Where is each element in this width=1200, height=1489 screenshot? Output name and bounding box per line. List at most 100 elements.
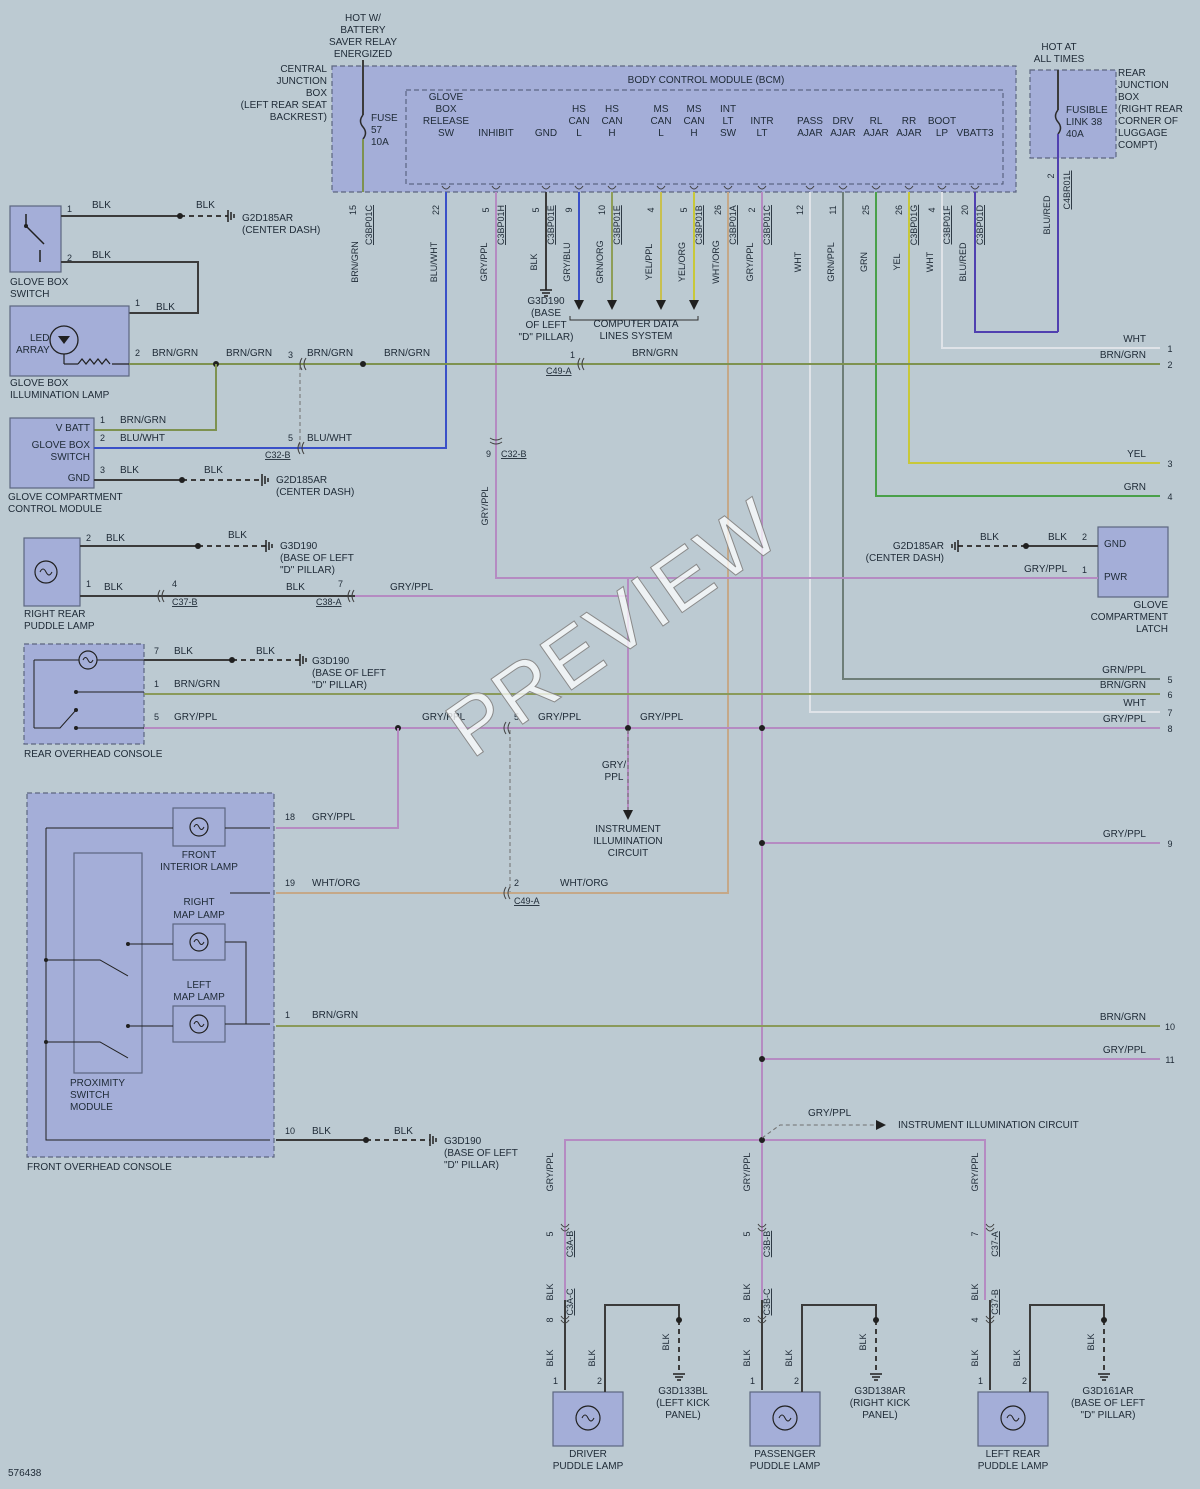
svg-text:DRIVER: DRIVER [569, 1449, 607, 1460]
svg-text:PUDDLE LAMP: PUDDLE LAMP [750, 1461, 821, 1472]
svg-text:(CENTER DASH): (CENTER DASH) [866, 553, 944, 564]
bcm-inner [405, 89, 1004, 185]
svg-text:4: 4 [970, 1317, 980, 1322]
svg-text:C3BP01C: C3BP01C [762, 204, 772, 245]
svg-text:3: 3 [100, 465, 105, 475]
svg-text:JUNCTION: JUNCTION [1118, 80, 1169, 91]
svg-text:BLK: BLK [1086, 1333, 1096, 1350]
svg-text:GRN: GRN [1124, 482, 1146, 493]
svg-text:G3D190: G3D190 [280, 541, 318, 552]
svg-text:V BATT: V BATT [56, 423, 90, 434]
svg-text:CAN: CAN [601, 116, 622, 127]
svg-text:G2D185AR: G2D185AR [276, 475, 327, 486]
svg-text:RELEASE: RELEASE [423, 116, 469, 127]
svg-text:7: 7 [1167, 708, 1172, 718]
svg-text:8: 8 [545, 1317, 555, 1322]
svg-text:1: 1 [135, 298, 140, 308]
svg-text:GRY/PPL: GRY/PPL [970, 1153, 980, 1192]
svg-text:(BASE OF LEFT: (BASE OF LEFT [444, 1148, 518, 1159]
svg-text:GLOVE BOX: GLOVE BOX [10, 277, 69, 288]
svg-text:26: 26 [713, 205, 723, 215]
svg-text:CIRCUIT: CIRCUIT [608, 848, 649, 859]
svg-text:ARRAY: ARRAY [16, 345, 50, 356]
svg-text:1: 1 [67, 204, 72, 214]
svg-text:MODULE: MODULE [70, 1102, 113, 1113]
svg-text:BRN/GRN: BRN/GRN [1100, 680, 1146, 691]
svg-text:4: 4 [927, 207, 937, 212]
svg-text:DRV: DRV [833, 116, 854, 127]
svg-text:C3BP01E: C3BP01E [546, 205, 556, 245]
svg-text:5: 5 [514, 712, 519, 722]
svg-text:LEFT REAR: LEFT REAR [986, 1449, 1041, 1460]
svg-text:1: 1 [285, 1010, 290, 1020]
svg-text:BLK: BLK [1012, 1349, 1022, 1366]
svg-text:GRY/PPL: GRY/PPL [390, 582, 434, 593]
svg-text:G3D190: G3D190 [444, 1136, 482, 1147]
svg-text:GND: GND [535, 128, 557, 139]
svg-text:BLK: BLK [312, 1126, 331, 1137]
svg-text:C3BP01H: C3BP01H [496, 205, 506, 245]
svg-text:AJAR: AJAR [863, 128, 889, 139]
svg-text:CAN: CAN [650, 116, 671, 127]
svg-text:1: 1 [86, 579, 91, 589]
svg-text:WHT/ORG: WHT/ORG [711, 240, 721, 284]
svg-text:5: 5 [545, 1231, 555, 1236]
svg-text:LT: LT [757, 128, 768, 139]
ground-g3d190-bcm: G3D190 (BASE OF LEFT "D" PILLAR) [519, 289, 573, 343]
svg-text:GRY/: GRY/ [602, 760, 626, 771]
svg-text:1: 1 [978, 1376, 983, 1386]
svg-text:BLK: BLK [204, 465, 223, 476]
svg-text:1: 1 [1082, 565, 1087, 575]
ground-g2d185ar-1: G2D185AR (CENTER DASH) [227, 210, 320, 236]
svg-text:COMPARTMENT: COMPARTMENT [1091, 612, 1168, 623]
svg-text:2: 2 [514, 878, 519, 888]
svg-text:GND: GND [68, 473, 90, 484]
svg-text:(BASE OF LEFT: (BASE OF LEFT [312, 668, 386, 679]
svg-text:BLK: BLK [661, 1333, 671, 1350]
svg-text:BLK: BLK [156, 302, 175, 313]
svg-text:SW: SW [720, 128, 737, 139]
svg-text:AJAR: AJAR [896, 128, 922, 139]
svg-text:ALL TIMES: ALL TIMES [1034, 54, 1085, 65]
glove-compartment-latch: GND PWR GLOVE COMPARTMENT LATCH 2 1 [1082, 526, 1169, 635]
svg-text:GLOVE COMPARTMENT: GLOVE COMPARTMENT [8, 492, 123, 503]
svg-text:(CENTER DASH): (CENTER DASH) [276, 487, 354, 498]
bcm-wires [300, 192, 1160, 1140]
svg-text:C38-A: C38-A [316, 597, 342, 607]
svg-text:BOX: BOX [306, 88, 327, 99]
svg-text:26: 26 [894, 205, 904, 215]
svg-text:BLK: BLK [545, 1283, 555, 1300]
svg-text:LP: LP [936, 128, 949, 139]
can-arrows: COMPUTER DATA LINES SYSTEM [569, 300, 699, 342]
svg-text:10: 10 [285, 1126, 295, 1136]
svg-text:C3BP01F: C3BP01F [942, 205, 952, 245]
svg-text:12: 12 [795, 205, 805, 215]
svg-text:5: 5 [481, 207, 491, 212]
svg-text:BOOT: BOOT [928, 116, 956, 127]
svg-text:20: 20 [960, 205, 970, 215]
svg-text:ILLUMINATION: ILLUMINATION [593, 836, 662, 847]
svg-text:INTERIOR LAMP: INTERIOR LAMP [160, 862, 238, 873]
svg-text:BLK: BLK [228, 530, 247, 541]
svg-text:AJAR: AJAR [830, 128, 856, 139]
svg-text:BLK: BLK [1048, 532, 1067, 543]
svg-text:1: 1 [553, 1376, 558, 1386]
svg-text:HS: HS [572, 104, 586, 115]
svg-text:LED: LED [30, 333, 49, 344]
svg-text:G3D190: G3D190 [312, 656, 350, 667]
svg-text:2: 2 [597, 1376, 602, 1386]
svg-text:4: 4 [646, 207, 656, 212]
svg-text:BLK: BLK [784, 1349, 794, 1366]
svg-text:GRY/PPL: GRY/PPL [1103, 829, 1147, 840]
